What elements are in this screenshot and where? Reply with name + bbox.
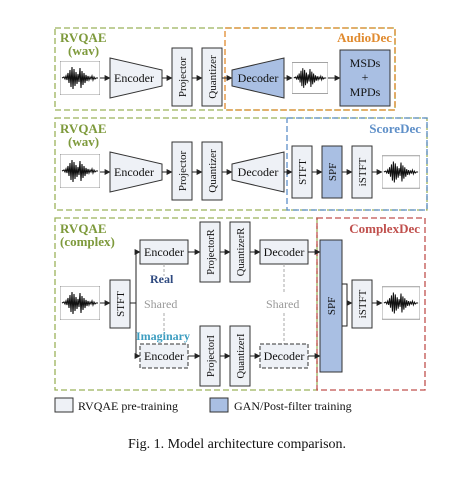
decoder-label: Decoder [264, 245, 305, 259]
msds-label: MSDs [350, 56, 381, 70]
projector-block [171, 47, 193, 107]
output-waveform-icon [382, 286, 420, 320]
legend: RVQAE pre-training GAN/Post-filter train… [54, 397, 352, 413]
istft-block [351, 279, 373, 329]
input-waveform-icon [60, 154, 100, 188]
arrow [342, 303, 348, 327]
scoredec-region [286, 117, 428, 211]
panel-subtitle-wav: (wav) [68, 43, 99, 58]
scoredec-title: ScoreDec [369, 121, 421, 136]
decoder-imag-block [259, 343, 309, 369]
legend-label-gan: GAN/Post-filter training [234, 399, 352, 413]
decoder-label: Decoder [238, 71, 279, 85]
quantizer-block [201, 47, 223, 107]
output-waveform-icon [292, 62, 328, 94]
mpds-label: MPDs [350, 85, 381, 99]
output-waveform-icon [382, 155, 420, 189]
panel-title-rvqae: RVQAE [60, 221, 107, 236]
decoder-label: Decoder [238, 165, 279, 179]
decoder-block [231, 57, 285, 99]
discriminator-block [339, 49, 391, 107]
shared-label-decoder: Shared [266, 297, 299, 311]
audiodec-region [224, 27, 396, 111]
projector-r-label: ProjectorR [206, 229, 217, 275]
spf-block [319, 239, 343, 373]
stft-label: STFT [297, 159, 309, 185]
decoder-block [231, 151, 285, 193]
legend-swatch-gan [209, 397, 229, 413]
encoder-label: Encoder [144, 245, 184, 259]
spf-label: SPF [326, 297, 338, 315]
quantizer-r-label: QuantizerR [236, 228, 247, 276]
quantizer-label: Quantizer [207, 55, 219, 99]
complexdec-title: ComplexDec [349, 221, 420, 236]
real-label: Real [150, 272, 174, 286]
panel-subtitle-complex: (complex) [60, 234, 115, 249]
imaginary-branch-arrow [134, 303, 141, 359]
panel-subtitle-wav: (wav) [68, 134, 99, 149]
scoredec-panel: RVQAE (wav) ScoreDec Encoder Projector Q… [54, 117, 428, 211]
arrow [342, 283, 353, 306]
projector-label: Projector [177, 151, 189, 192]
plus-label: + [362, 70, 369, 84]
quantizer-i-label: QuantizerI [236, 333, 247, 378]
legend-swatch-pretraining [54, 397, 74, 413]
complexdec-panel: RVQAE (complex) ComplexDec STFT Encoder … [54, 217, 426, 391]
audiodec-title: AudioDec [337, 30, 392, 45]
decoder-real-block [259, 239, 309, 265]
encoder-label: Encoder [144, 349, 184, 363]
real-branch-arrow [130, 249, 141, 304]
encoder-block [109, 57, 163, 99]
imaginary-label: Imaginary [136, 329, 190, 343]
quantizer-block [201, 141, 223, 201]
shared-label-encoder: Shared [144, 297, 177, 311]
encoder-real-block [139, 239, 189, 265]
audiodec-panel: RVQAE (wav) AudioDec Encoder Projector Q… [54, 27, 396, 111]
projector-i-label: ProjectorI [206, 335, 217, 377]
stft-label: STFT [115, 291, 127, 317]
spf-label: SPF [327, 163, 339, 181]
istft-label: iSTFT [357, 157, 369, 186]
panel-title-rvqae: RVQAE [60, 121, 107, 136]
figure-caption: Fig. 1. Model architecture comparison. [127, 437, 347, 452]
input-waveform-icon [60, 286, 100, 320]
encoder-label: Encoder [114, 165, 154, 179]
panel-title-rvqae: RVQAE [60, 30, 107, 45]
complexdec-region [316, 217, 426, 391]
decoder-label: Decoder [264, 349, 305, 363]
encoder-label: Encoder [114, 71, 154, 85]
legend-label-pretraining: RVQAE pre-training [78, 399, 178, 413]
istft-label: iSTFT [357, 289, 369, 318]
input-waveform-icon [60, 61, 100, 95]
stft-block [109, 279, 131, 329]
quantizer-label: Quantizer [207, 149, 219, 193]
projector-label: Projector [177, 57, 189, 98]
projector-block [171, 141, 193, 201]
encoder-block [109, 151, 163, 193]
